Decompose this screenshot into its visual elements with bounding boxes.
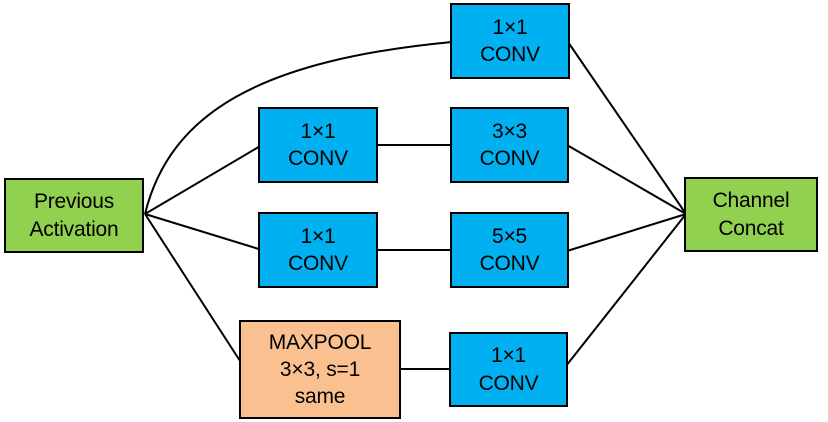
node-previous-activation: Previous Activation [4, 178, 144, 253]
edge-branch4-conv1x1-to-channel-concat [565, 213, 687, 367]
node-branch2-conv3x3: 3×3 CONV [450, 107, 569, 183]
edge-previous-activation-to-branch4-maxpool [144, 213, 243, 365]
node-branch4-conv1x1: 1×1 CONV [449, 332, 568, 407]
edge-previous-activation-to-branch1-conv1x1 [144, 41, 453, 215]
node-branch1-conv1x1: 1×1 CONV [450, 3, 570, 79]
edge-branch3-conv5x5-to-channel-concat [566, 213, 687, 252]
edge-previous-activation-to-branch3-conv1x1 [144, 213, 263, 251]
edge-previous-activation-to-branch2-conv1x1 [144, 144, 263, 215]
node-channel-concat: Channel Concat [684, 177, 818, 252]
node-branch2-conv1x1: 1×1 CONV [258, 107, 378, 183]
edge-branch2-conv3x3-to-channel-concat [566, 144, 687, 215]
node-branch3-conv5x5: 5×5 CONV [450, 212, 569, 288]
node-branch4-maxpool: MAXPOOL 3×3, s=1 same [239, 320, 401, 419]
node-branch3-conv1x1: 1×1 CONV [258, 212, 378, 288]
edge-branch1-conv1x1-to-channel-concat [567, 41, 687, 215]
